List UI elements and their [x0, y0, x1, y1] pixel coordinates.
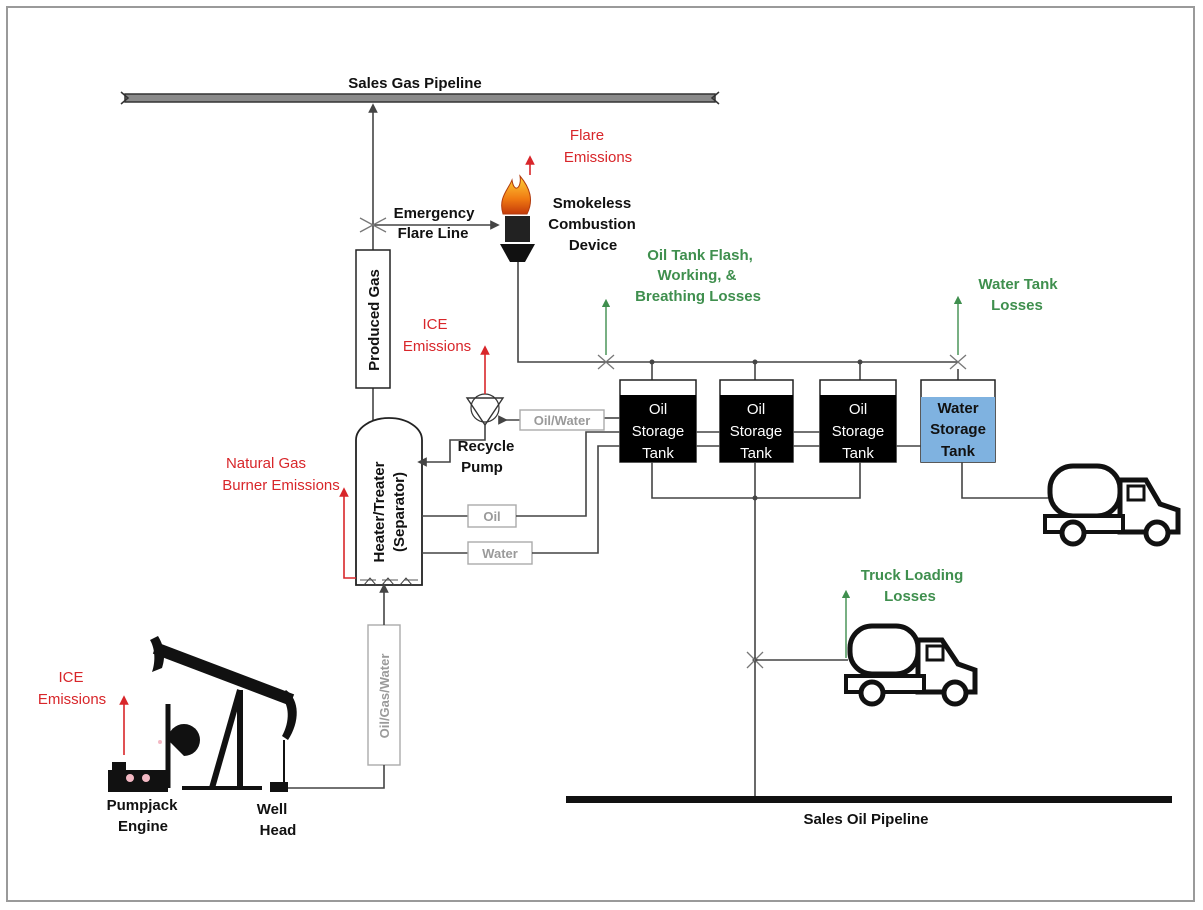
- ice-emissions-pump-1: ICE: [422, 316, 447, 333]
- oil-water-label: Oil/Water: [534, 413, 591, 428]
- ice-emissions-engine-1: ICE: [58, 669, 83, 686]
- water-tank-line-2: Storage: [930, 421, 986, 438]
- pumpjack-icon: [108, 636, 297, 792]
- recycle-pump-label-2: Pump: [461, 459, 503, 476]
- diagram-frame: [6, 6, 1195, 902]
- pumpjack-engine-2: Engine: [118, 818, 168, 835]
- tank-1-line-1: Oil: [649, 401, 667, 418]
- oil-storage-tank: Oil Storage Tank: [819, 379, 897, 463]
- well-head-2: Head: [260, 822, 297, 839]
- smokeless-combustion-2: Combustion: [548, 216, 636, 233]
- tank-3-line-1: Oil: [849, 401, 867, 418]
- produced-gas-label: Produced Gas: [366, 269, 383, 371]
- water-storage-tank: Water Storage Tank: [920, 379, 996, 463]
- natural-gas-burner-2: Burner Emissions: [222, 477, 340, 494]
- ice-emissions-pump-2: Emissions: [403, 338, 471, 355]
- water-tank-line-3: Tank: [941, 443, 976, 460]
- heater-treater-label-1: Heater/Treater: [371, 461, 388, 562]
- oil-label: Oil: [483, 509, 500, 524]
- truck-icon: [844, 623, 978, 707]
- recycle-pump-label-1: Recycle: [458, 438, 515, 455]
- water-tank-losses-1: Water Tank: [978, 276, 1058, 293]
- emergency-flare-line-2: Flare Line: [398, 225, 469, 242]
- tank-2-line-2: Storage: [730, 423, 783, 440]
- truck-loading-losses-2: Losses: [884, 588, 936, 605]
- water-tank-line-1: Water: [937, 400, 978, 417]
- sales-gas-pipeline-label: Sales Gas Pipeline: [348, 75, 481, 92]
- emergency-flare-line-1: Emergency: [394, 205, 476, 222]
- water-label: Water: [482, 546, 518, 561]
- oil-storage-tank: Oil Storage Tank: [719, 379, 794, 463]
- sales-oil-pipeline-label: Sales Oil Pipeline: [803, 811, 928, 828]
- tank-1-line-2: Storage: [632, 423, 685, 440]
- tank-2-line-1: Oil: [747, 401, 765, 418]
- oil-gas-water-box: [367, 624, 401, 766]
- heater-treater-vessel: [355, 417, 423, 586]
- well-head-1: Well: [257, 801, 288, 818]
- oil-tank-losses-3: Breathing Losses: [635, 288, 761, 305]
- tank-1-line-3: Tank: [642, 445, 674, 462]
- water-tank-losses-2: Losses: [991, 297, 1043, 314]
- natural-gas-burner-1: Natural Gas: [226, 455, 306, 472]
- truck-loading-losses-1: Truck Loading: [861, 567, 964, 584]
- tank-2-line-3: Tank: [740, 445, 772, 462]
- oil-tank-losses-1: Oil Tank Flash,: [647, 247, 753, 264]
- smokeless-combustion-3: Device: [569, 237, 617, 254]
- oil-gas-water-label: Oil/Gas/Water: [377, 654, 392, 739]
- flare-valve-icon: [359, 217, 387, 233]
- flare-emissions-1: Flare: [570, 127, 604, 144]
- oil-tank-losses-2: Working, &: [658, 267, 737, 284]
- oil-water-box: [519, 409, 605, 431]
- flare-emissions-2: Emissions: [564, 149, 632, 166]
- ice-emissions-engine-2: Emissions: [38, 691, 106, 708]
- tank-3-line-2: Storage: [832, 423, 885, 440]
- flare-icon: [500, 174, 535, 262]
- oil-storage-tank: Oil Storage Tank: [619, 379, 697, 463]
- sales-gas-pipeline: [120, 91, 720, 105]
- sales-oil-pipeline: [566, 796, 1172, 803]
- tank-3-line-3: Tank: [842, 445, 874, 462]
- pumpjack-engine-1: Pumpjack: [107, 797, 179, 814]
- water-tank-vent-valve-icon: [949, 354, 967, 370]
- oil-tank-vent-valve-icon: [597, 354, 615, 370]
- truck-icon: [1043, 463, 1181, 547]
- heater-treater-label-2: (Separator): [391, 472, 408, 552]
- produced-gas-box: [355, 249, 391, 389]
- recycle-pump-icon: [465, 393, 505, 427]
- smokeless-combustion-1: Smokeless: [553, 195, 631, 212]
